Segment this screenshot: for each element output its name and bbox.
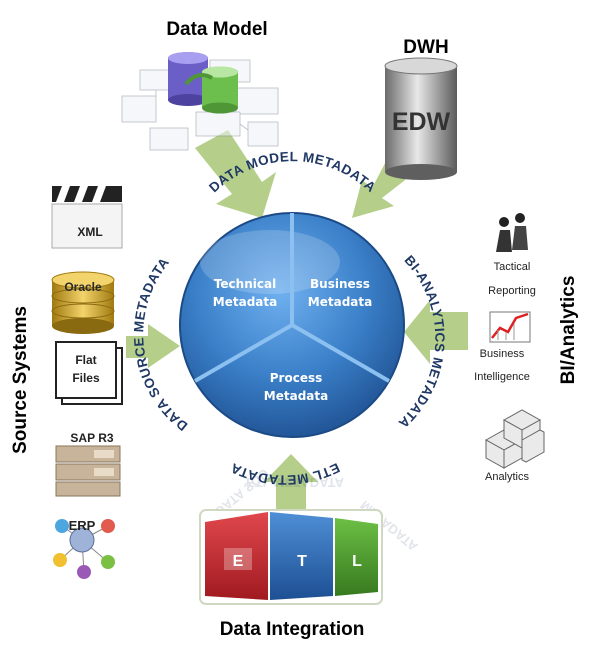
flat-files-label-line-2: Files <box>72 371 100 385</box>
technical-metadata-segment: Technical Metadata <box>213 277 277 309</box>
etl-letter-e: E <box>233 553 244 570</box>
oracle-label: Oracle <box>64 280 102 294</box>
process-metadata-segment: Process Metadata <box>264 371 328 403</box>
data-model-diagram-image <box>121 52 279 151</box>
arrow-from-bi <box>404 300 468 364</box>
etl-block: E T L <box>199 509 383 605</box>
arrows <box>126 130 468 512</box>
edw-cylinder-icon: EDW <box>384 57 458 180</box>
edw-label: EDW <box>392 108 451 136</box>
heading-data-model: Data Model <box>166 19 267 40</box>
tactical-label-line-1: Tactical <box>494 261 531 273</box>
heading-bi-analytics: BI/Analytics <box>558 276 579 385</box>
arrow-from-data-model <box>195 130 276 218</box>
source-systems-column: XML Oracle Flat Files SAP R3 <box>51 186 123 579</box>
xml-clapper-icon: XML <box>51 186 123 249</box>
erp-label: ERP <box>69 518 96 533</box>
flat-files-icon: Flat Files <box>55 341 123 405</box>
process-label-line-1: Process <box>270 371 323 385</box>
bi-label-line-2: Intelligence <box>474 371 530 383</box>
analytics-label: Analytics <box>485 471 530 483</box>
metadata-wheel: Technical Metadata Business Metadata Pro… <box>179 212 405 438</box>
sap-r3-server-icon: SAP R3 <box>55 431 121 497</box>
svg-text:ETL METADATA: ETL METADATA <box>246 475 345 490</box>
technical-label-line-2: Metadata <box>213 295 277 309</box>
etl-transform-panel: T <box>270 512 333 600</box>
oracle-database-icon: Oracle <box>51 271 115 334</box>
analytics-cubes-icon: Analytics <box>484 409 545 483</box>
erp-network-icon: ERP <box>53 518 115 579</box>
tactical-label-line-2: Reporting <box>488 285 536 297</box>
etl-letter-t: T <box>297 553 307 570</box>
etl-load-panel: L <box>335 518 378 596</box>
business-label-line-1: Business <box>310 277 370 291</box>
etl-letter-l: L <box>352 553 362 570</box>
technical-label-line-1: Technical <box>214 277 276 291</box>
xml-label: XML <box>77 225 102 239</box>
arrow-from-etl <box>264 454 318 512</box>
process-label-line-2: Metadata <box>264 389 328 403</box>
business-label-line-2: Metadata <box>308 295 372 309</box>
business-metadata-segment: Business Metadata <box>308 277 372 309</box>
flat-files-label-line-1: Flat <box>75 353 96 367</box>
bi-label-line-1: Business <box>480 348 525 360</box>
heading-source-systems: Source Systems <box>10 306 31 454</box>
etl-extract-panel: E <box>205 512 268 600</box>
bi-analytics-column: Tactical Reporting Business Intelligence… <box>474 213 545 483</box>
heading-dwh: DWH <box>403 37 448 58</box>
heading-data-integration: Data Integration <box>220 619 365 640</box>
tactical-reporting-icon: Tactical Reporting <box>488 213 536 297</box>
business-intelligence-chart-icon: Business Intelligence <box>474 311 531 383</box>
arrow-from-source-systems <box>126 324 180 368</box>
sap-label: SAP R3 <box>70 431 113 445</box>
